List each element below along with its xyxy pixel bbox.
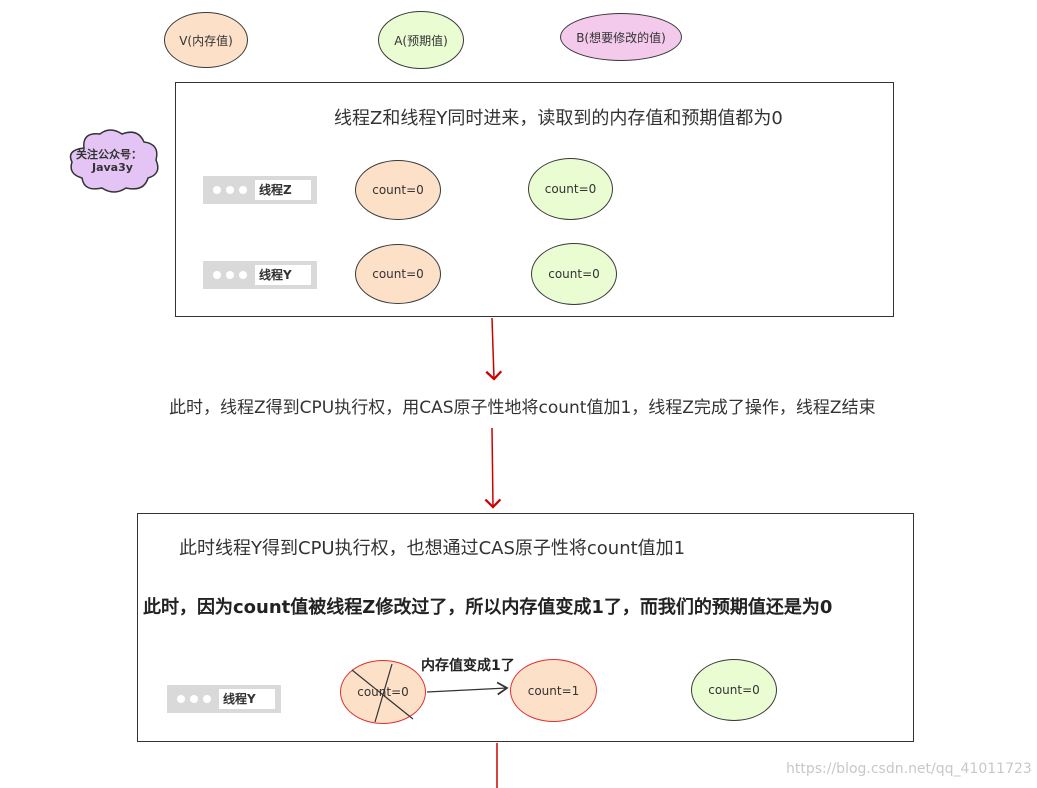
thread-z-tag: 线程Z bbox=[203, 176, 317, 204]
panel-thread-y-cas bbox=[137, 513, 914, 742]
thread-z-expected-value: count=0 bbox=[528, 158, 613, 220]
old-memory-value-crossed: count=0 bbox=[340, 660, 426, 724]
thread-y-label: 线程Y bbox=[255, 265, 311, 285]
step-description: 此时，线程Z得到CPU执行权，用CAS原子性地将count值加1，线程Z完成了操… bbox=[169, 398, 876, 418]
panel2-thread-y-label: 线程Y bbox=[219, 689, 275, 709]
arrow-down-2 bbox=[484, 427, 502, 509]
legend-new-label: B(想要修改的值) bbox=[576, 30, 666, 45]
legend-new-value: B(想要修改的值) bbox=[560, 13, 682, 61]
arrow-down-1 bbox=[485, 317, 503, 381]
panel2-line1: 此时线程Y得到CPU执行权，也想通过CAS原子性将count值加1 bbox=[179, 538, 686, 559]
panel2-line2: 此时，因为count值被线程Z修改过了，所以内存值变成1了，而我们的预期值还是为… bbox=[143, 597, 833, 618]
cloud-line2: Java3y bbox=[92, 161, 133, 174]
cloud-line1: 关注公众号： bbox=[76, 148, 142, 161]
panel1-title: 线程Z和线程Y同时进来，读取到的内存值和预期值都为0 bbox=[334, 108, 783, 129]
panel2-thread-y-tag: 线程Y bbox=[167, 685, 281, 713]
legend-memory-label: V(内存值) bbox=[179, 33, 233, 48]
panel2-expected-value: count=0 bbox=[691, 659, 777, 721]
thread-y-tag: 线程Y bbox=[203, 261, 317, 289]
thread-z-label: 线程Z bbox=[255, 180, 311, 200]
watermark: https://blog.csdn.net/qq_41011723 bbox=[786, 761, 1032, 777]
legend-memory-value: V(内存值) bbox=[164, 12, 248, 68]
arrow-label: 内存值变成1了 bbox=[421, 658, 515, 674]
thread-z-memory-value: count=0 bbox=[355, 160, 441, 220]
legend-expected-label: A(预期值) bbox=[394, 33, 448, 48]
thread-y-expected-value: count=0 bbox=[531, 243, 617, 305]
panel-initial-read bbox=[175, 82, 894, 317]
cloud-icon bbox=[69, 129, 159, 193]
thread-y-memory-value: count=0 bbox=[355, 244, 441, 304]
legend-expected-value: A(预期值) bbox=[378, 11, 464, 69]
memory-change-arrow bbox=[426, 681, 509, 696]
cross-line-2 bbox=[374, 663, 393, 723]
new-memory-value: count=1 bbox=[510, 659, 597, 722]
